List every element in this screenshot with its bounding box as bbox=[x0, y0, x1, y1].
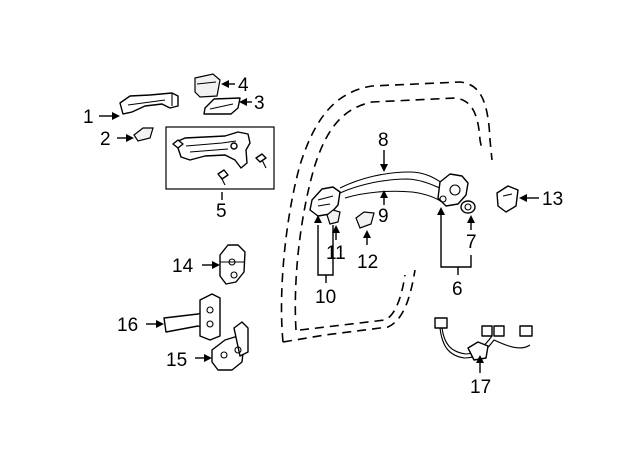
callout-3: 3 bbox=[254, 93, 265, 114]
callout-17: 17 bbox=[470, 377, 491, 398]
callout-7: 7 bbox=[466, 232, 477, 253]
callout-16: 16 bbox=[117, 315, 138, 336]
inside-door-handle bbox=[309, 186, 341, 217]
callout-8: 8 bbox=[378, 130, 389, 151]
leader-lines bbox=[99, 80, 539, 373]
callout-13: 13 bbox=[542, 189, 563, 210]
lock-cables bbox=[339, 171, 446, 203]
callout-14: 14 bbox=[172, 256, 194, 277]
callout-6: 6 bbox=[452, 279, 463, 300]
callout-1: 1 bbox=[83, 107, 94, 128]
handle-pad bbox=[203, 97, 241, 115]
callout-9: 9 bbox=[378, 206, 389, 227]
callout-15: 15 bbox=[166, 350, 187, 371]
callout-11: 11 bbox=[326, 243, 346, 264]
inside-handle-cap bbox=[355, 211, 375, 229]
striker-clip bbox=[496, 185, 519, 213]
callout-5: 5 bbox=[216, 201, 227, 222]
handle-cover-cap bbox=[133, 127, 154, 142]
door-outline bbox=[280, 81, 493, 343]
upper-door-hinge bbox=[219, 244, 246, 285]
callout-10: 10 bbox=[315, 287, 336, 308]
inside-handle-bezel bbox=[326, 209, 341, 225]
door-lock-assembly bbox=[437, 173, 469, 207]
door-check bbox=[163, 293, 221, 341]
outside-door-handle bbox=[119, 92, 179, 115]
wiring-harness bbox=[434, 317, 533, 361]
lower-door-hinge bbox=[211, 321, 249, 371]
handle-frame-assembly bbox=[165, 126, 275, 190]
callout-12: 12 bbox=[357, 252, 378, 273]
callout-4: 4 bbox=[238, 75, 249, 96]
lock-grommet bbox=[460, 200, 476, 214]
callout-2: 2 bbox=[100, 129, 111, 150]
handle-gasket bbox=[194, 73, 221, 98]
